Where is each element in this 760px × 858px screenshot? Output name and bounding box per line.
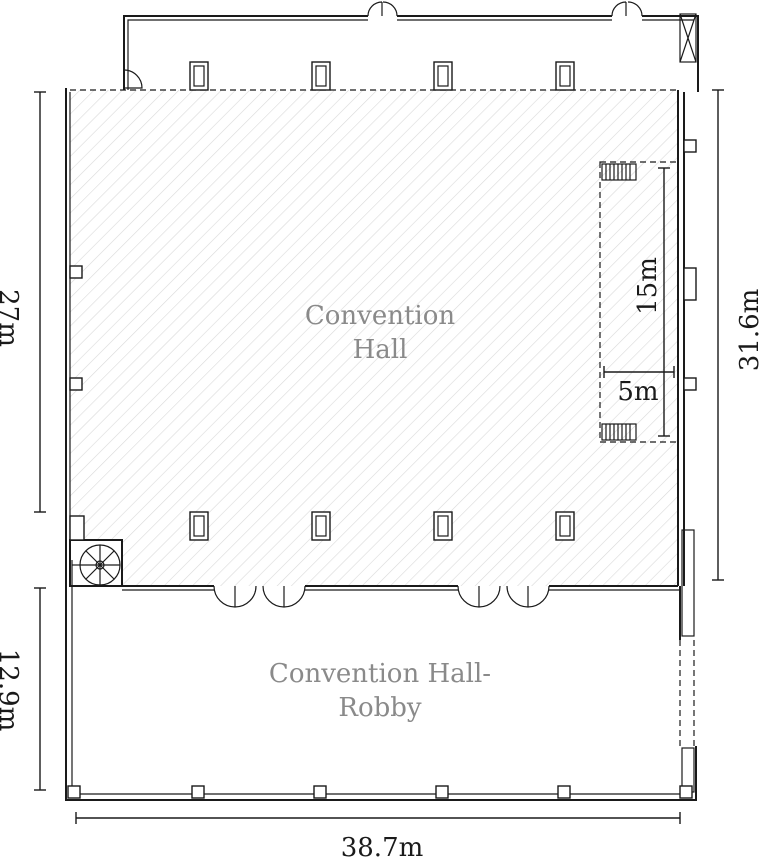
door-icon (262, 585, 306, 608)
door-icon (123, 69, 143, 89)
hall-floor (70, 90, 678, 586)
dimension-lines (34, 89, 724, 824)
columns (67, 61, 697, 799)
door-icon (457, 585, 501, 608)
door-icon (611, 1, 643, 17)
stage: 15m 5m (599, 161, 679, 443)
door-icon (506, 585, 550, 608)
stairs-icon (601, 163, 637, 181)
left-upper-dimension-label: 27m (0, 289, 23, 347)
lobby-doors (213, 585, 550, 608)
hall-label-line2: Hall (353, 335, 408, 365)
spiral-stair-icon (69, 539, 123, 587)
stage-depth-label: 5m (617, 377, 658, 407)
door-icon (367, 1, 398, 17)
lobby-label-line2: Robby (338, 693, 422, 723)
door-icon (213, 585, 257, 608)
stage-length-label: 15m (633, 257, 663, 315)
right-dimension-label: 31.6m (735, 289, 760, 372)
left-lower-dimension-label: 12.9m (0, 649, 23, 732)
top-corridor (70, 1, 699, 92)
bottom-dimension-label: 38.7m (341, 833, 424, 858)
stairs-icon (601, 423, 637, 441)
lobby-label-line1: Convention Hall- (269, 659, 491, 689)
hall-label-line1: Convention (305, 301, 456, 331)
